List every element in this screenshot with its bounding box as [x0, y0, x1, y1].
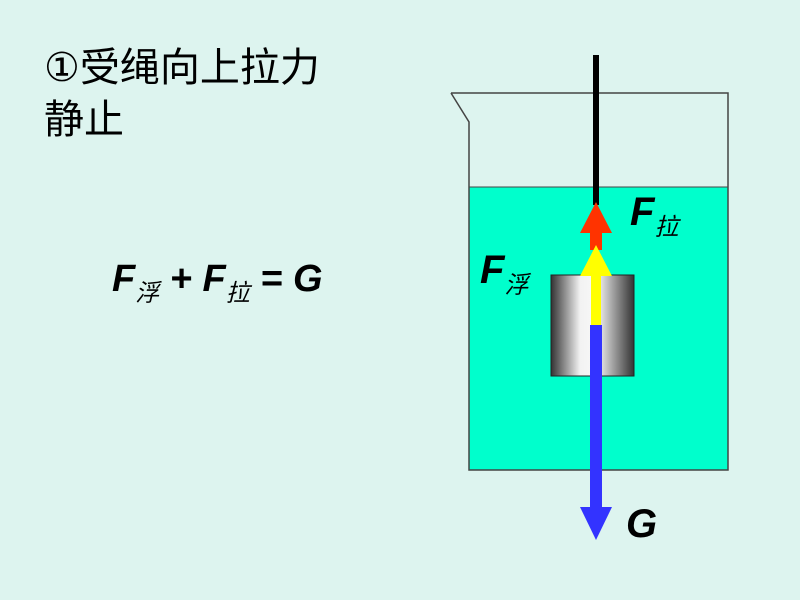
- eq-f-buoyancy: F: [112, 258, 136, 300]
- title-line-2: 静止: [44, 97, 124, 143]
- eq-plus: +: [159, 258, 203, 300]
- gravity-arrow: [580, 325, 612, 540]
- force-equation: F浮 + F拉 = G: [112, 258, 323, 307]
- eq-sub-pull: 拉: [225, 279, 250, 307]
- title-line-1: ①受绳向上拉力: [44, 45, 320, 91]
- buoyancy-arrow: [580, 245, 612, 326]
- eq-f-pull: F: [202, 258, 226, 300]
- buoyancy-force-label: F浮: [480, 248, 529, 299]
- eq-sub-buoyancy: 浮: [135, 279, 160, 307]
- gravity-label: G: [626, 502, 658, 546]
- eq-equals-g: = G: [249, 258, 323, 300]
- rope: [593, 55, 599, 205]
- pull-arrow: [580, 202, 612, 250]
- slide-title: ①受绳向上拉力 静止: [44, 42, 320, 146]
- pull-force-label: F拉: [630, 190, 679, 241]
